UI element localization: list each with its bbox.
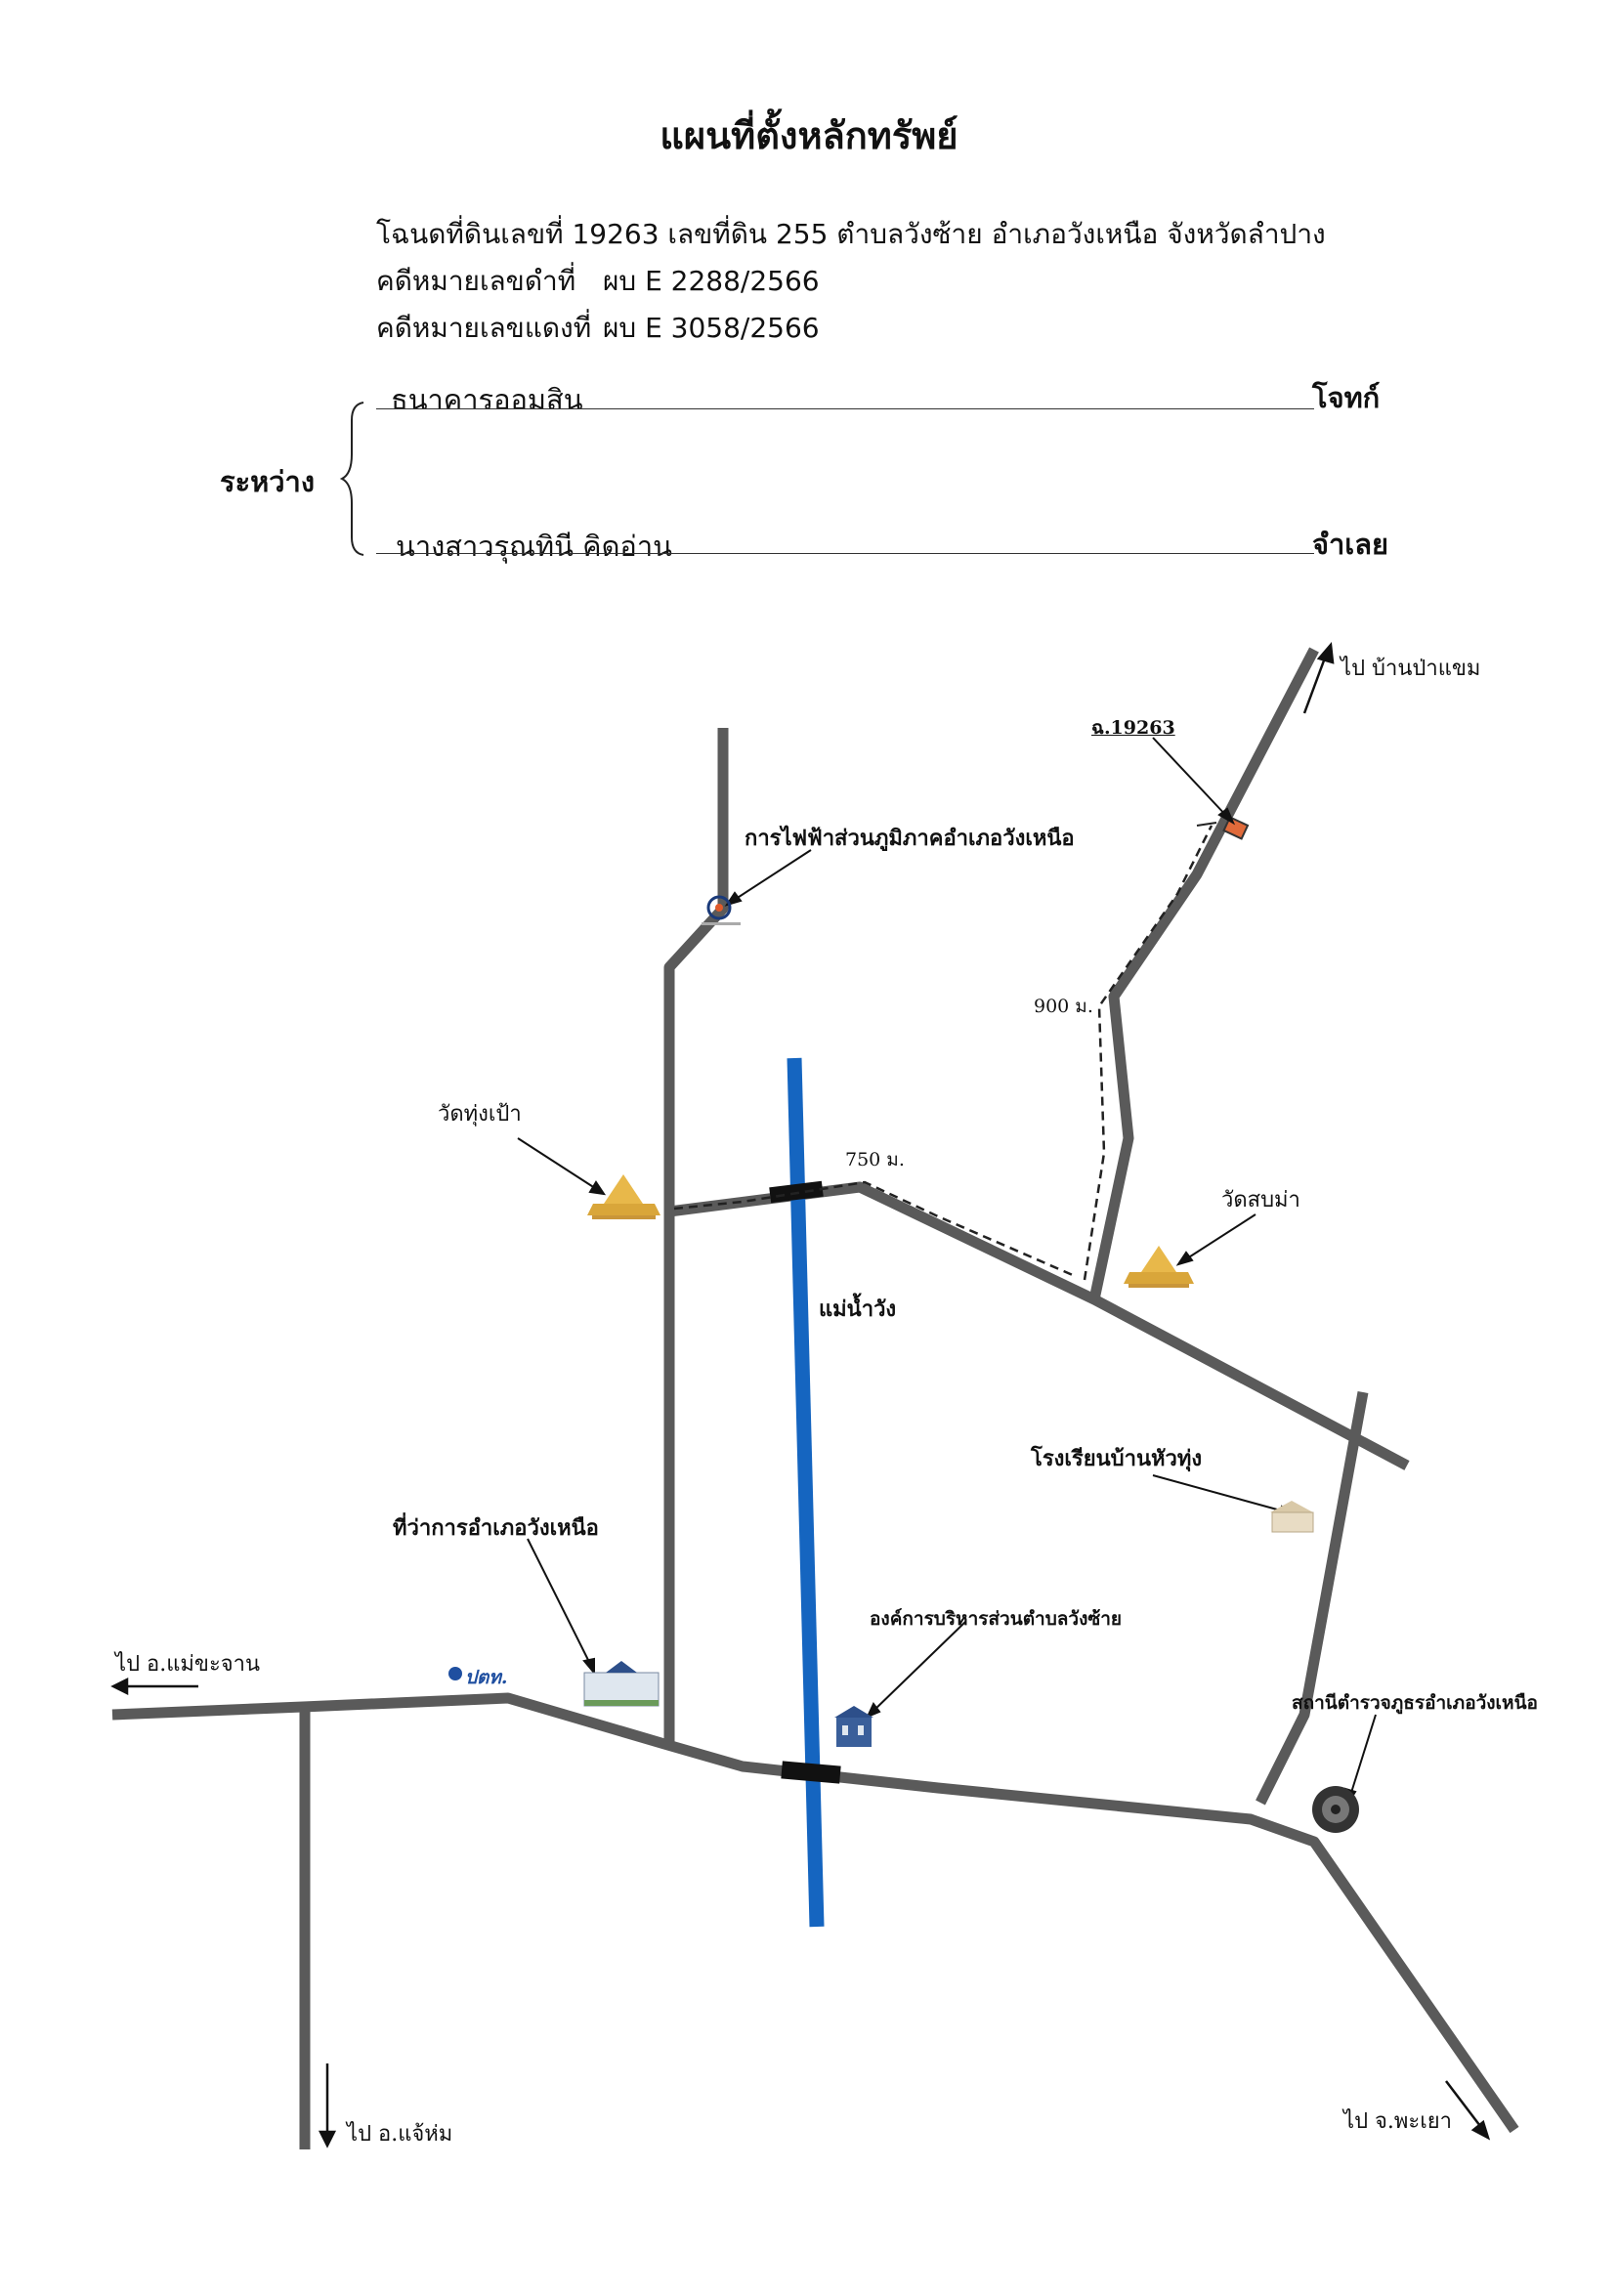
temple-icon-wat-thung-pao xyxy=(587,1174,660,1219)
bridge-south xyxy=(781,1761,841,1784)
black-case-number: ผบ E 2288/2566 xyxy=(603,265,820,297)
label-river: แม่น้ำวัง xyxy=(819,1297,897,1322)
temple-icon-wat-sop-ma xyxy=(1124,1246,1194,1288)
road-north xyxy=(663,728,729,1749)
defendant-underline xyxy=(376,553,1314,554)
red-case-label: คดีหมายเลขแดงที่ xyxy=(376,312,592,344)
between-label: ระหว่าง xyxy=(220,465,315,498)
label-police-station: สถานีตำรวจภูธรอำเภอวังเหนือ xyxy=(1292,1692,1538,1714)
river-mae-wang xyxy=(787,1057,825,1928)
label-distance-750: 750 ม. xyxy=(845,1149,905,1170)
red-case-number: ผบ E 3058/2566 xyxy=(603,312,820,344)
road-east-north xyxy=(1256,1391,1369,1806)
plaintiff-name: ธนาคารออมสิน xyxy=(391,383,583,416)
label-distance-900: 900 ม. xyxy=(1034,996,1093,1017)
label-to-phayao: ไป จ.พะเยา xyxy=(1343,2109,1452,2134)
ptt-logo-icon xyxy=(448,1667,462,1680)
deed-line: โฉนดที่ดินเลขที่ 19263 เลขที่ดิน 255 ตำบ… xyxy=(376,218,1326,250)
police-icon xyxy=(1312,1786,1359,1833)
label-deed-marker: ฉ.19263 xyxy=(1091,717,1175,739)
road-middle xyxy=(668,1181,1410,1470)
page-title: แผนที่ตั้งหลักทรัพย์ xyxy=(660,114,958,157)
label-sao-office: องค์การบริหารส่วนตำบลวังซ้าย xyxy=(870,1608,1123,1630)
brace xyxy=(339,402,364,556)
pointer-arrows xyxy=(517,737,1377,1806)
dashed-end-tick xyxy=(1196,822,1217,827)
dashed-route xyxy=(673,825,1214,1281)
defendant-name: นางสาวรุณทินี คิดอ่าน xyxy=(396,530,672,563)
dashed-900 xyxy=(1083,825,1214,1281)
direction-arrows xyxy=(110,642,1491,2148)
label-wat-sop-ma: วัดสบม่า xyxy=(1221,1188,1300,1212)
label-to-chae-hom: ไป อ.แจ้ห่ม xyxy=(347,2122,453,2147)
label-wat-thung-pao: วัดทุ่งเป้า xyxy=(438,1102,522,1127)
label-district-office: ที่ว่าการอำเภอวังเหนือ xyxy=(393,1515,599,1541)
district-office-icon xyxy=(583,1661,660,1707)
road-main xyxy=(111,1692,1519,2134)
dashed-750 xyxy=(673,1180,1076,1278)
black-case-label: คดีหมายเลขดำที่ xyxy=(376,265,576,297)
label-to-mae-khachan: ไป อ.แม่ขะจาน xyxy=(115,1652,261,1677)
road-ne xyxy=(1088,647,1319,1301)
defendant-role: จำเลย xyxy=(1312,528,1388,561)
plaintiff-underline xyxy=(376,408,1314,409)
label-pea-office: การไฟฟ้าส่วนภูมิภาคอำเภอวังเหนือ xyxy=(745,826,1075,851)
pea-icon xyxy=(702,895,741,925)
plaintiff-role: โจทก์ xyxy=(1312,381,1381,414)
label-school: โรงเรียนบ้านหัวทุ่ง xyxy=(1031,1446,1203,1471)
label-to-ban-pa-khaem: ไป บ้านป่าแขม xyxy=(1341,657,1481,681)
sao-office-icon xyxy=(834,1706,873,1747)
label-ptt: ปตท. xyxy=(465,1667,508,1688)
parcel-marker xyxy=(1222,816,1250,840)
school-icon xyxy=(1270,1501,1314,1533)
